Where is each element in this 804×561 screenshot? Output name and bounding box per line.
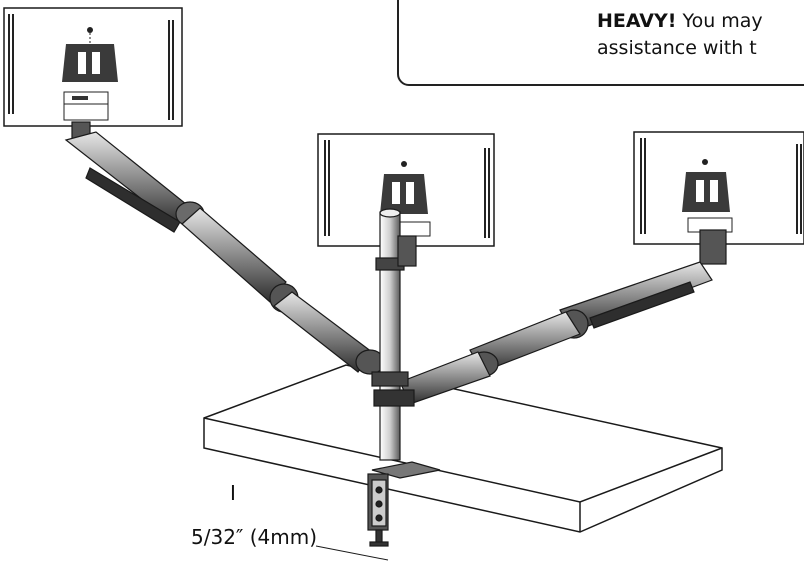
warning-heading: HEAVY! bbox=[597, 10, 677, 32]
right-monitor bbox=[633, 131, 804, 245]
desk-clamp bbox=[367, 461, 441, 547]
right-arm bbox=[399, 229, 727, 405]
warning-line1: You may bbox=[682, 10, 763, 32]
leader-line bbox=[315, 545, 389, 561]
vesa-plate bbox=[682, 159, 730, 212]
desk bbox=[203, 364, 723, 533]
tool-size-label: 5/32″ (4mm) bbox=[191, 525, 318, 549]
warning-line2: assistance with t bbox=[597, 37, 757, 59]
vesa-plate bbox=[380, 161, 428, 214]
tool-mark-label: I bbox=[230, 481, 236, 505]
center-pole bbox=[371, 208, 417, 461]
warning-text: HEAVY! You may assistance with t bbox=[597, 8, 804, 62]
left-arm bbox=[64, 121, 385, 375]
left-monitor bbox=[3, 7, 183, 127]
vesa-plate bbox=[62, 27, 118, 82]
warning-box bbox=[397, 0, 804, 86]
center-monitor bbox=[317, 133, 495, 247]
